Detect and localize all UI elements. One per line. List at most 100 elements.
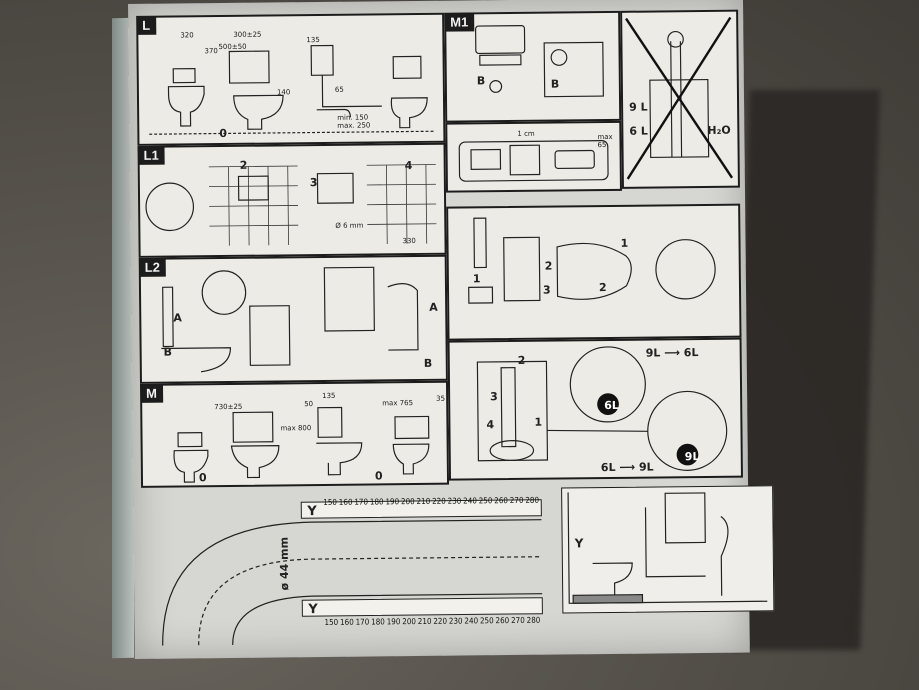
section-L: L 320 370 300±25 135 500±50 65 140 min. … [136,12,446,146]
step-number: 2 [517,353,526,367]
ruler-tick: 280 [525,495,540,505]
pipe-bend-outline [162,499,543,646]
dim-label: max. 250 [337,121,371,130]
dim-label: 500±50 [218,42,247,52]
ruler-tick: 250 [479,616,494,626]
ruler-tick: 200 [402,617,416,627]
badge-6L: 6L [604,398,619,413]
ruler-tick: 270 [509,495,524,506]
volume-6-to-9: 6L ⟶ 9L [600,460,654,475]
step-number: 1 [534,415,543,429]
zero-level: 0 [219,126,228,141]
max-label: max 65 [597,132,613,150]
ruler-tick: 240 [464,616,479,626]
instruction-panel: L 320 370 300±25 135 500±50 65 140 min. … [128,0,775,659]
mark-B: B [423,356,433,370]
dim-label: 50 [304,400,314,409]
install-cross-section [567,492,768,604]
step-number: 3 [309,176,318,190]
step-number: 4 [404,159,413,173]
install-y-marker: Y [574,536,584,551]
ruler-tick: 190 [385,497,400,507]
ruler-tick: 200 [400,497,415,507]
dim-label: max 800 [280,424,312,433]
flush-pipe-diagram [161,266,419,373]
button-frame-diagram [458,140,609,182]
ruler-tick: 280 [526,615,541,625]
dim-label: 300±25 [233,30,262,39]
prohibited-panel: 9 L 6 L H₂O [620,9,740,189]
level-6L: 6 L [629,124,648,138]
section-L2: L2 A B A B [138,254,448,384]
dim-label: 35 [436,394,446,403]
ruler-tick: 270 [510,615,525,626]
install-section: Y [561,485,775,614]
dim-label: 320 [180,31,194,40]
badge-9L: 9L [684,450,700,464]
ruler-tick: 190 [386,617,401,627]
step-number: 2 [544,259,553,273]
floor-mount-diagram [173,406,430,483]
mark-A: A [429,300,438,314]
step-number: 2 [598,281,607,295]
ruler-tick: 260 [495,616,510,626]
dim-label: 370 [204,47,218,56]
ruler-tick: 240 [463,496,477,506]
mark-A: A [173,311,182,325]
volume-adjust-panel: 2 3 4 1 9L ⟶ 6L 6L 9L 6L ⟶ 9L [447,337,743,481]
mark-B: B [163,345,173,359]
level-9L: 9 L [629,100,648,114]
y-marker: Y [308,602,318,618]
ruler-tick: 150 [324,617,339,627]
step-number: 4 [486,418,495,432]
cross-out-diagram [625,16,734,180]
step-number: 3 [490,390,498,404]
ruler-tick: 160 [338,497,353,507]
dim-label: max 765 [382,399,414,408]
ruler-tick: 210 [416,496,431,507]
flush-button-diagram [475,25,604,98]
zero-level: 0 [374,469,383,483]
ruler-tick: 250 [478,496,493,506]
section-L1: L1 2 3 4 Ø 6 mm 330 [137,142,447,258]
water-label: H₂O [707,123,731,137]
ruler-tick: 170 [355,617,370,627]
ruler-tick: 220 [432,496,446,506]
mark-B: B [476,74,486,88]
section-M1-detail: 1 cm max 65 [445,120,622,193]
ruler-tick: 170 [354,497,369,507]
dim-label: 135 [322,391,336,400]
dim-label: 140 [276,88,291,97]
ruler-tick: 180 [369,497,384,507]
ruler-tick: 150 [323,497,338,507]
dim-label: 730±25 [214,402,243,412]
ruler-tick: 230 [447,496,462,506]
zero-level: 0 [198,471,207,485]
volume-adjust-diagram [476,346,728,471]
section-M1: M1 B B [444,10,622,123]
section-M: M 730±25 135 50 max 765 max 800 35 0 0 [139,380,450,488]
ruler-tick: 260 [494,496,509,506]
gap-label: 1 cm [517,129,535,138]
y-marker: Y [307,504,317,520]
ruler-tick: 180 [371,617,385,627]
mark-B: B [550,77,560,91]
ruler-tick: 210 [417,616,432,626]
ruler-tick: 220 [433,616,448,626]
drill-label: Ø 6 mm [335,221,364,230]
pipe-template: Y Y 150 160 170 180 190 200 210 220 230 … [141,492,553,646]
fill-valve-diagram [468,217,716,304]
dim-label: 330 [402,236,416,246]
step-number: 2 [239,158,248,172]
ruler-tick: 160 [339,617,354,627]
pipe-diameter-label: ø 44 mm [277,536,292,591]
fill-valve-panel: 2 1 3 1 2 [446,203,742,341]
step-number: 3 [542,283,551,297]
step-number: 1 [620,236,629,250]
step-number: 1 [472,272,481,286]
dim-label: 65 [334,85,344,94]
dim-label: 135 [306,35,320,45]
volume-9-to-6: 9L ⟶ 6L [645,346,699,360]
wall-mount-diagram [145,164,437,246]
toilet-diagram-L [149,44,436,135]
